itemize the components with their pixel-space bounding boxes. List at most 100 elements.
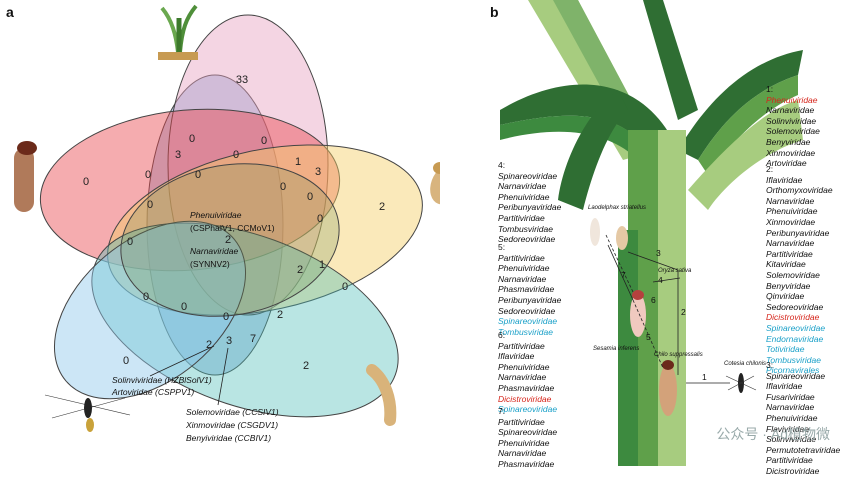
count-cyan-lower1: 2 — [277, 309, 283, 321]
list4-item: Spinareoviridae — [498, 170, 558, 181]
count-lower-left: 0 — [123, 355, 129, 367]
panel-a-letter: a — [6, 4, 14, 20]
count-pink-blue: 0 — [189, 133, 195, 145]
list3-item: Dicistroviridae — [766, 465, 820, 476]
list4-item: Sedoreoviridae — [498, 234, 556, 245]
venn-set-lightblue — [53, 220, 247, 400]
list5-item: Partitiviridae — [498, 252, 545, 263]
count-cyan-lower2: 7 — [250, 333, 256, 345]
count-pink-top: 33 — [236, 74, 248, 86]
list1-item: Artoviridae — [766, 158, 807, 169]
virus-list-1: 1: Phenuiviridae Narnaviridae Solinvivir… — [766, 84, 820, 169]
list5-item: Narnaviridae — [498, 273, 547, 284]
edge-5: 5 — [646, 332, 651, 342]
list3-item: Flaviviridae — [766, 423, 809, 434]
list1-item: Narnaviridae — [766, 105, 815, 116]
list3-item: Spinareoviridae — [766, 370, 826, 381]
list6-item: Phasmaviridae — [498, 382, 555, 393]
center-label-line2: (CSPhaIV1, CCMoV1) — [190, 223, 275, 233]
list7-item: Phasmaviridae — [498, 458, 555, 469]
list1-item: Solemoviridae — [766, 126, 820, 137]
virus-list-2: 2: Iflaviridae Orthomyxoviridae Narnavir… — [766, 164, 833, 376]
rice-plant-illustration: 1 2 3 4 5 6 7 Laodelphax striatellus Ory… — [500, 0, 803, 466]
list1-head: 1: — [766, 84, 774, 94]
list7-item: Phenuiviridae — [498, 437, 550, 448]
virus-list-7: 7: Partitiviridae Spinareoviridae Phenui… — [498, 406, 557, 470]
edge-6: 6 — [651, 295, 656, 305]
count-right-lower2: 1 — [319, 259, 325, 271]
list5-item: Peribunyaviridae — [498, 294, 562, 305]
list2-item: Partitiviridae — [766, 248, 813, 259]
list5-item: Spinareoviridae — [498, 316, 558, 327]
list2-item: Orthomyxoviridae — [766, 185, 833, 196]
count-right-inner2: 0 — [307, 191, 313, 203]
count-center: 2 — [225, 234, 231, 246]
list6-head: 6: — [498, 330, 506, 340]
count-center-left: 0 — [195, 169, 201, 181]
list4-item: Tombusviridae — [498, 223, 553, 234]
panel-b-letter: b — [490, 4, 499, 20]
list3-item: Iflaviridae — [766, 381, 803, 392]
list2-head: 2: — [766, 164, 774, 174]
venn-set-yellow — [107, 144, 423, 316]
label-laodelphax: Laodelphax striatellus — [588, 205, 646, 211]
venn-set-red — [39, 108, 341, 272]
count-lower-center2: 2 — [206, 339, 212, 351]
list3-item: Fusariviridae — [766, 391, 815, 402]
list7-item: Spinareoviridae — [498, 427, 558, 438]
count-left-mid: 0 — [127, 236, 133, 248]
center-label-line1: Phenuiviridae — [190, 210, 242, 220]
list2-item: Peribunyaviridae — [766, 227, 830, 238]
count-blue-only: 0 — [261, 135, 267, 147]
list2-item: Sedoreoviridae — [766, 301, 824, 312]
left-label-line1: Solinviviridae (HZBlSolV1) — [112, 375, 212, 385]
edge-3: 3 — [656, 248, 661, 258]
list2-item: Spinareoviridae — [766, 322, 826, 333]
larva-left-icon — [14, 141, 37, 212]
list6-item: Dicistroviridae — [498, 393, 552, 404]
label-sesamia: Sesamia inferens — [593, 346, 639, 352]
list5-head: 5: — [498, 242, 506, 252]
virus-list-6: 6: Partitiviridae Iflaviridae Phenuiviri… — [498, 330, 557, 415]
list2-item: Narnaviridae — [766, 195, 815, 206]
count-right-inner1: 0 — [280, 181, 286, 193]
venn-set-green — [120, 163, 340, 317]
list7-item: Partitiviridae — [498, 416, 545, 427]
list3-item: Permutotetraviridae — [766, 444, 841, 455]
count-yellow-red: 3 — [315, 166, 321, 178]
list4-head: 4: — [498, 160, 506, 170]
list5-item: Sedoreoviridae — [498, 305, 556, 316]
list3-item: Phenuiviridae — [766, 412, 818, 423]
count-blue-lower: 0 — [342, 281, 348, 293]
count-right-lower3: 0 — [317, 213, 323, 225]
list6-item: Phenuiviridae — [498, 361, 550, 372]
count-right-lower: 2 — [297, 264, 303, 276]
list2-item: Solemoviridae — [766, 269, 820, 280]
list1-item: Benyviridae — [766, 136, 811, 147]
count-lower-mid1: 0 — [181, 301, 187, 313]
bottom-label-line3: Benyiviridae (CCBIV1) — [186, 433, 271, 443]
list2-item: Phenuiviridae — [766, 206, 818, 217]
edge-1: 1 — [702, 372, 707, 382]
list2-item: Endornaviridae — [766, 333, 824, 344]
list7-head: 7: — [498, 406, 506, 416]
larva-right-icon — [366, 364, 397, 426]
count-red-left3: 0 — [147, 199, 153, 211]
planthopper-icon — [430, 162, 440, 205]
list3-item: Narnaviridae — [766, 402, 815, 413]
virus-list-3: 3: Spinareoviridae Iflaviridae Fusarivir… — [766, 360, 840, 477]
virus-list-4: 4: Spinareoviridae Narnaviridae Phenuivi… — [498, 160, 561, 245]
list3-item: Partitiviridae — [766, 455, 813, 466]
count-red-left2: 0 — [145, 169, 151, 181]
center-label-line3: Narnaviridae — [190, 246, 238, 256]
edge-4: 4 — [658, 275, 663, 285]
list2-item: Narnaviridae — [766, 238, 815, 249]
left-label-line2: Artoviridae (CSPPV1) — [111, 387, 194, 397]
edge-2: 2 — [681, 307, 686, 317]
rice-seedling-icon — [158, 4, 198, 60]
list5-item: Phenuiviridae — [498, 263, 550, 274]
label-cotesia: Cotesia chilonis — [724, 361, 766, 367]
list7-item: Narnaviridae — [498, 448, 547, 459]
wasp-icon — [44, 394, 131, 432]
count-red-only: 0 — [83, 176, 89, 188]
